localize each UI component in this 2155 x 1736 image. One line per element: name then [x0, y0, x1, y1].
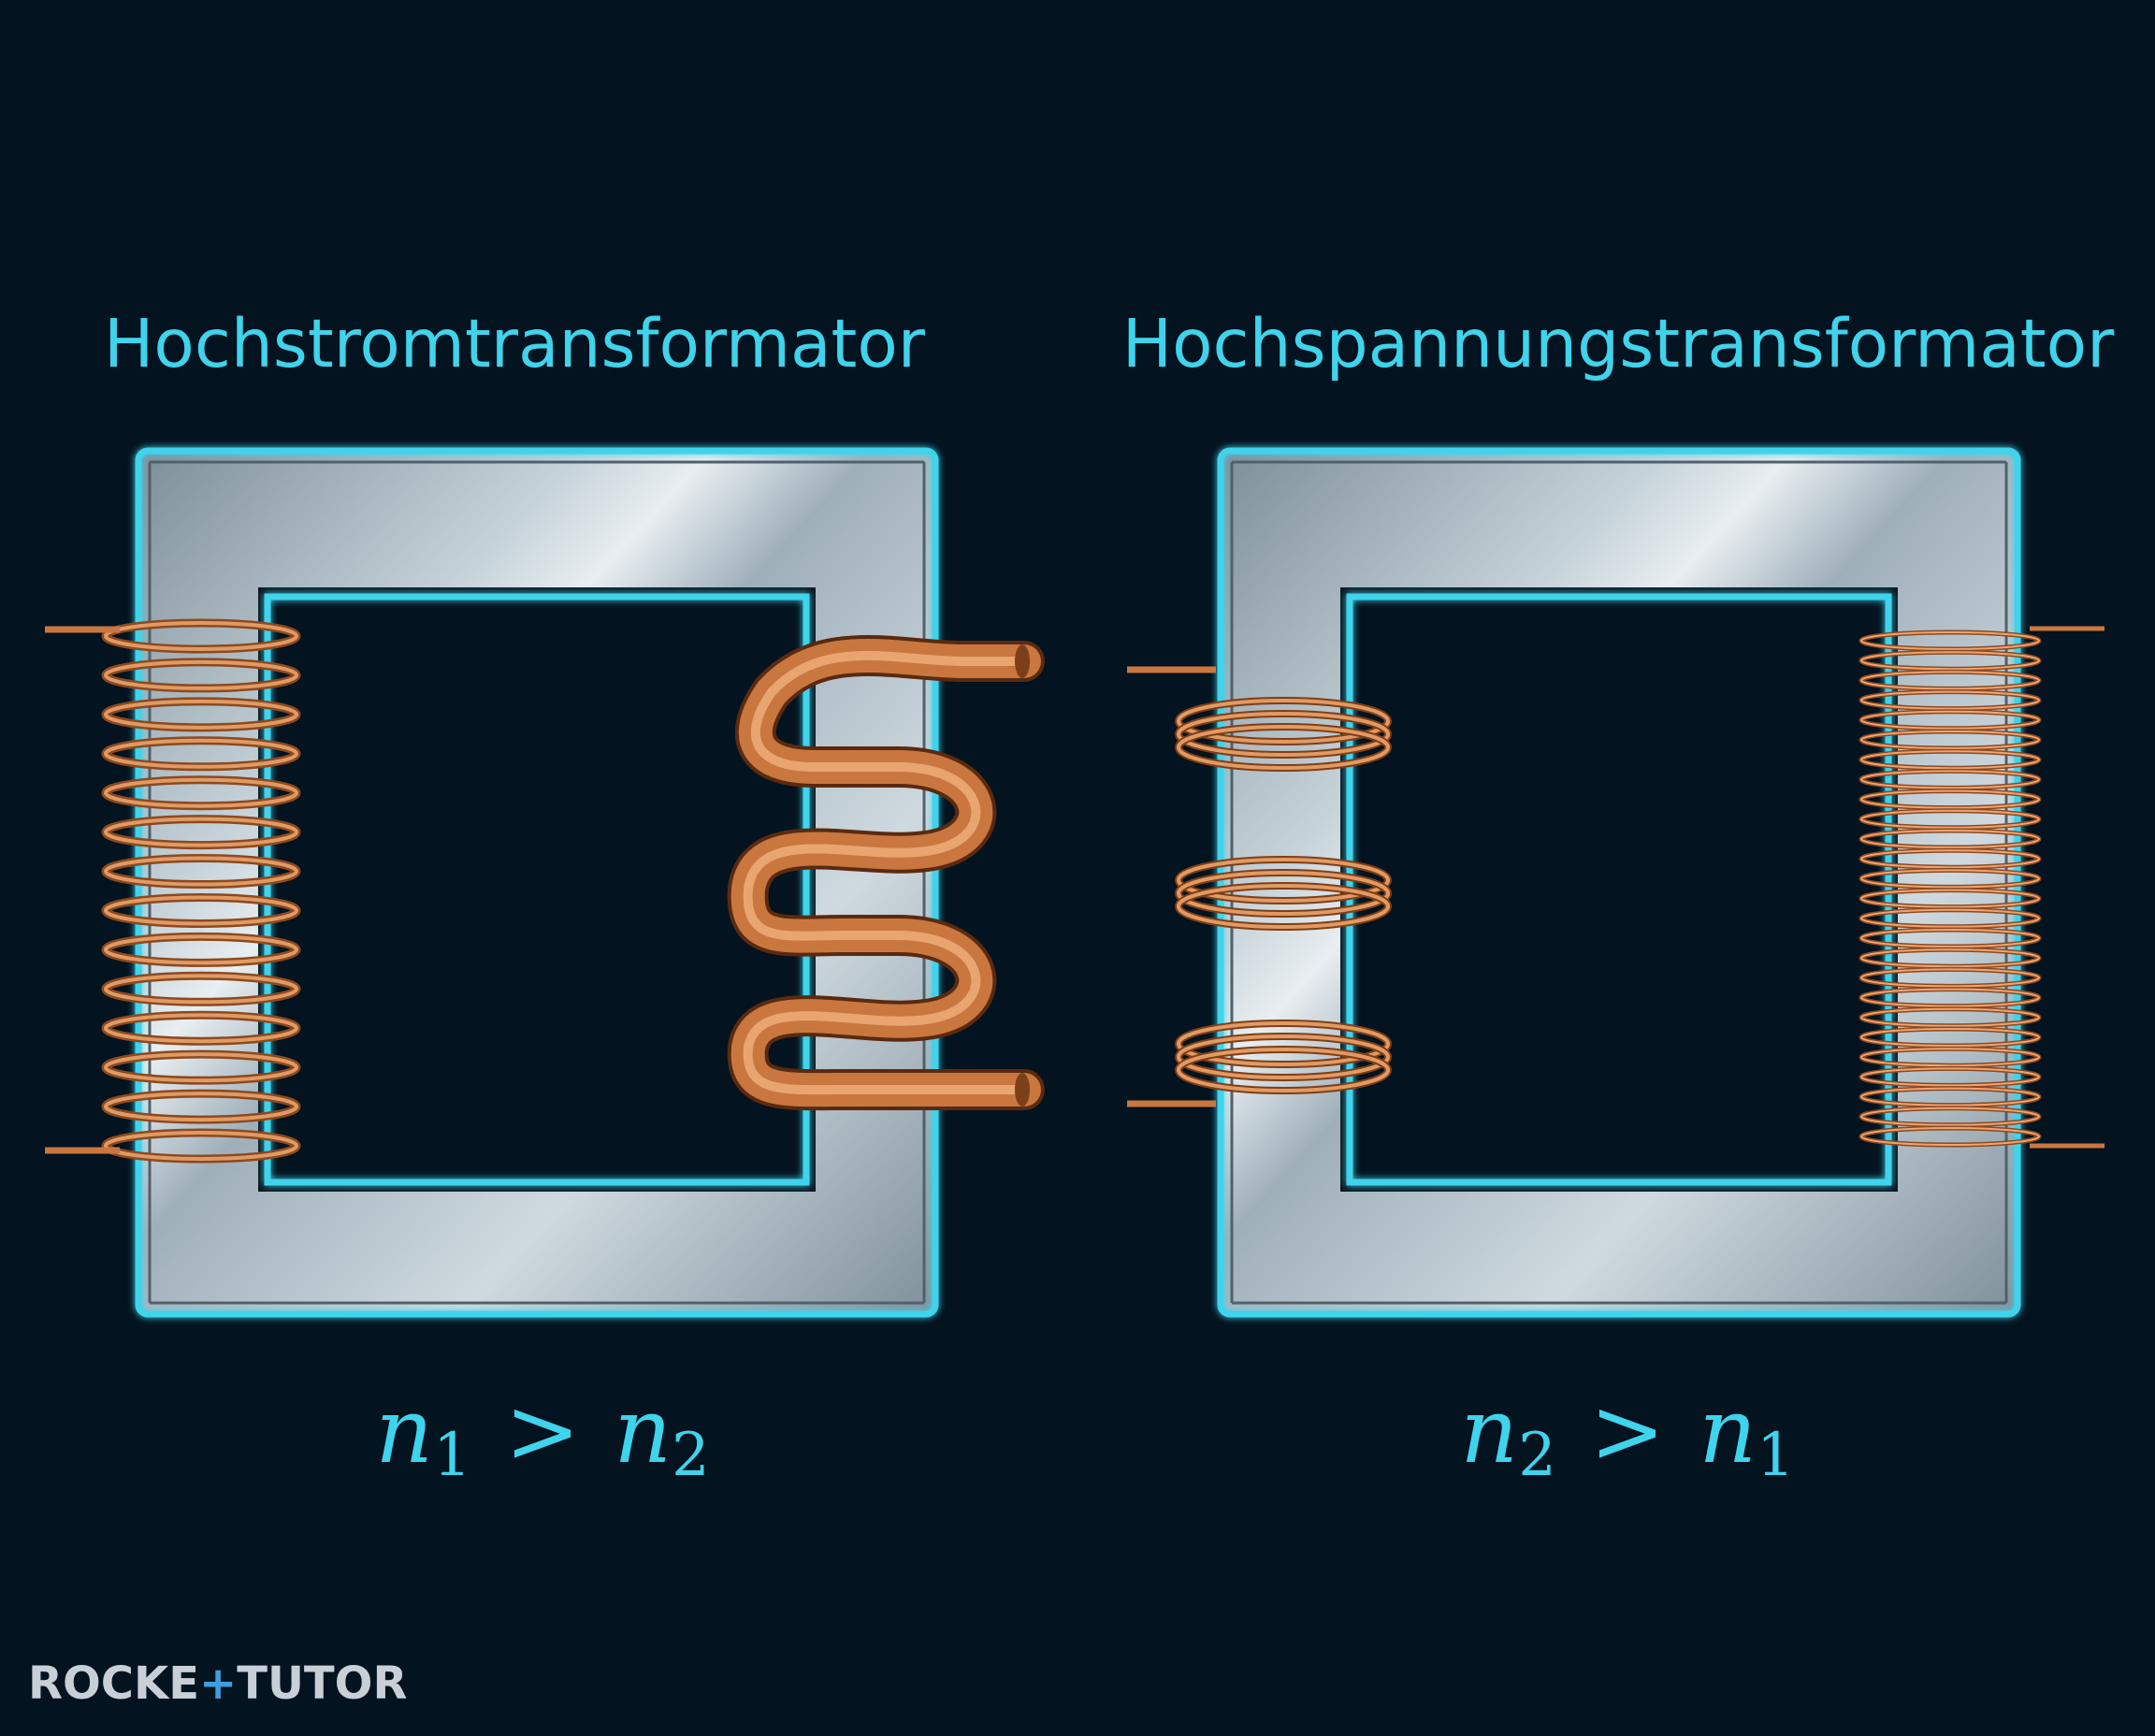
right-secondary-turn-highlight — [1860, 1048, 2040, 1067]
right-primary-turn-highlight — [1177, 858, 1390, 903]
right-lhs-subscript: 2 — [1518, 1421, 1556, 1491]
left-core-bevel — [148, 460, 926, 1305]
left-primary-turn-highlight — [104, 1052, 298, 1083]
right-primary-turn-highlight — [1177, 1048, 1390, 1092]
right-secondary-turn-highlight — [1860, 789, 2040, 809]
left-primary-turn-highlight — [104, 974, 298, 1005]
left-primary-turn-highlight — [104, 856, 298, 887]
left-primary-turn-highlight — [104, 1013, 298, 1044]
left-rhs-subscript: 2 — [672, 1421, 710, 1491]
left-secondary-turn-highlight — [743, 651, 1029, 1095]
right-secondary-turn-highlight — [1860, 1127, 2040, 1146]
left-transformer-title: Hochstromtransformator — [104, 305, 925, 383]
right-secondary-turn-highlight — [1860, 731, 2040, 749]
right-secondary-coil — [1859, 629, 2042, 1148]
right-secondary-turn-highlight — [1860, 1007, 2040, 1027]
left-secondary-end-top — [1015, 644, 1030, 678]
logo-text-part2: TUTOR — [237, 1657, 408, 1710]
right-secondary-turn-highlight — [1860, 869, 2040, 889]
left-rhs-variable: n — [614, 1379, 673, 1483]
left-primary-coil — [101, 618, 301, 1164]
left-core-inner-glow — [264, 593, 810, 1186]
left-primary-turn-highlight — [104, 895, 298, 926]
right-secondary-turn-highlight — [1860, 750, 2040, 770]
right-primary-turn-highlight — [1177, 712, 1390, 757]
right-primary-turn-highlight — [1177, 699, 1390, 744]
left-primary-turn-highlight — [104, 1131, 298, 1161]
left-lhs-subscript: 1 — [433, 1421, 471, 1491]
left-secondary-end-bottom — [1015, 1073, 1030, 1107]
right-secondary-turn-highlight — [1860, 631, 2040, 650]
right-secondary-turn-highlight — [1860, 809, 2040, 829]
right-lhs-variable: n — [1460, 1379, 1519, 1483]
high-current-transformer — [45, 447, 1045, 1318]
left-operator: > — [504, 1379, 581, 1483]
left-primary-turn-highlight — [104, 699, 298, 730]
brand-logo: ROCKE+TUTOR — [28, 1656, 407, 1712]
left-primary-turn-highlight — [104, 934, 298, 965]
right-secondary-turn-highlight — [1860, 1067, 2040, 1087]
right-primary-turn-highlight — [1177, 884, 1390, 929]
right-secondary-turn-highlight — [1860, 770, 2040, 789]
left-secondary-coil — [727, 635, 1045, 1111]
right-secondary-turn-highlight — [1860, 1028, 2040, 1047]
right-core-bevel — [1230, 460, 2008, 1305]
right-turns-relation: n2>n1 — [1347, 1366, 1908, 1497]
right-secondary-turn-highlight — [1860, 889, 2040, 908]
left-turns-relation: n1>n2 — [262, 1366, 823, 1497]
right-primary-turn-highlight — [1177, 1021, 1390, 1066]
right-secondary-turn-highlight — [1860, 671, 2040, 690]
right-secondary-turn-highlight — [1860, 908, 2040, 928]
right-secondary-turn-highlight — [1860, 948, 2040, 968]
logo-text-part1: ROCKE — [28, 1657, 199, 1710]
right-rhs-variable: n — [1699, 1379, 1757, 1483]
right-rhs-subscript: 1 — [1757, 1421, 1795, 1491]
left-primary-turn-highlight — [104, 659, 298, 690]
right-secondary-turn-highlight — [1860, 830, 2040, 848]
left-primary-turn-highlight — [104, 738, 298, 769]
right-secondary-turn-highlight — [1860, 651, 2040, 671]
right-operator: > — [1589, 1379, 1666, 1483]
right-primary-turn-highlight — [1177, 725, 1390, 770]
left-primary-turn-highlight — [104, 1092, 298, 1122]
right-secondary-turn-highlight — [1860, 988, 2040, 1007]
right-secondary-turn-highlight — [1860, 929, 2040, 948]
right-secondary-turn-highlight — [1860, 690, 2040, 710]
right-secondary-turn-highlight — [1860, 849, 2040, 869]
right-primary-turn-highlight — [1177, 1034, 1390, 1079]
left-primary-turn-highlight — [104, 817, 298, 847]
right-secondary-turn-highlight — [1860, 968, 2040, 988]
right-secondary-turn-highlight — [1860, 1107, 2040, 1126]
right-core-inner-glow — [1346, 593, 1892, 1186]
right-primary-coil — [1175, 697, 1392, 1094]
right-transformer-title: Hochspannungstransformator — [1121, 305, 2115, 383]
right-secondary-turn-highlight — [1860, 710, 2040, 730]
right-secondary-turn-highlight — [1860, 1087, 2040, 1107]
logo-plus-icon: + — [198, 1657, 238, 1710]
right-primary-turn-highlight — [1177, 871, 1390, 916]
left-primary-turn-highlight — [104, 777, 298, 808]
left-primary-turn-highlight — [104, 621, 298, 651]
left-lhs-variable: n — [375, 1379, 434, 1483]
high-voltage-transformer — [1127, 447, 2104, 1318]
